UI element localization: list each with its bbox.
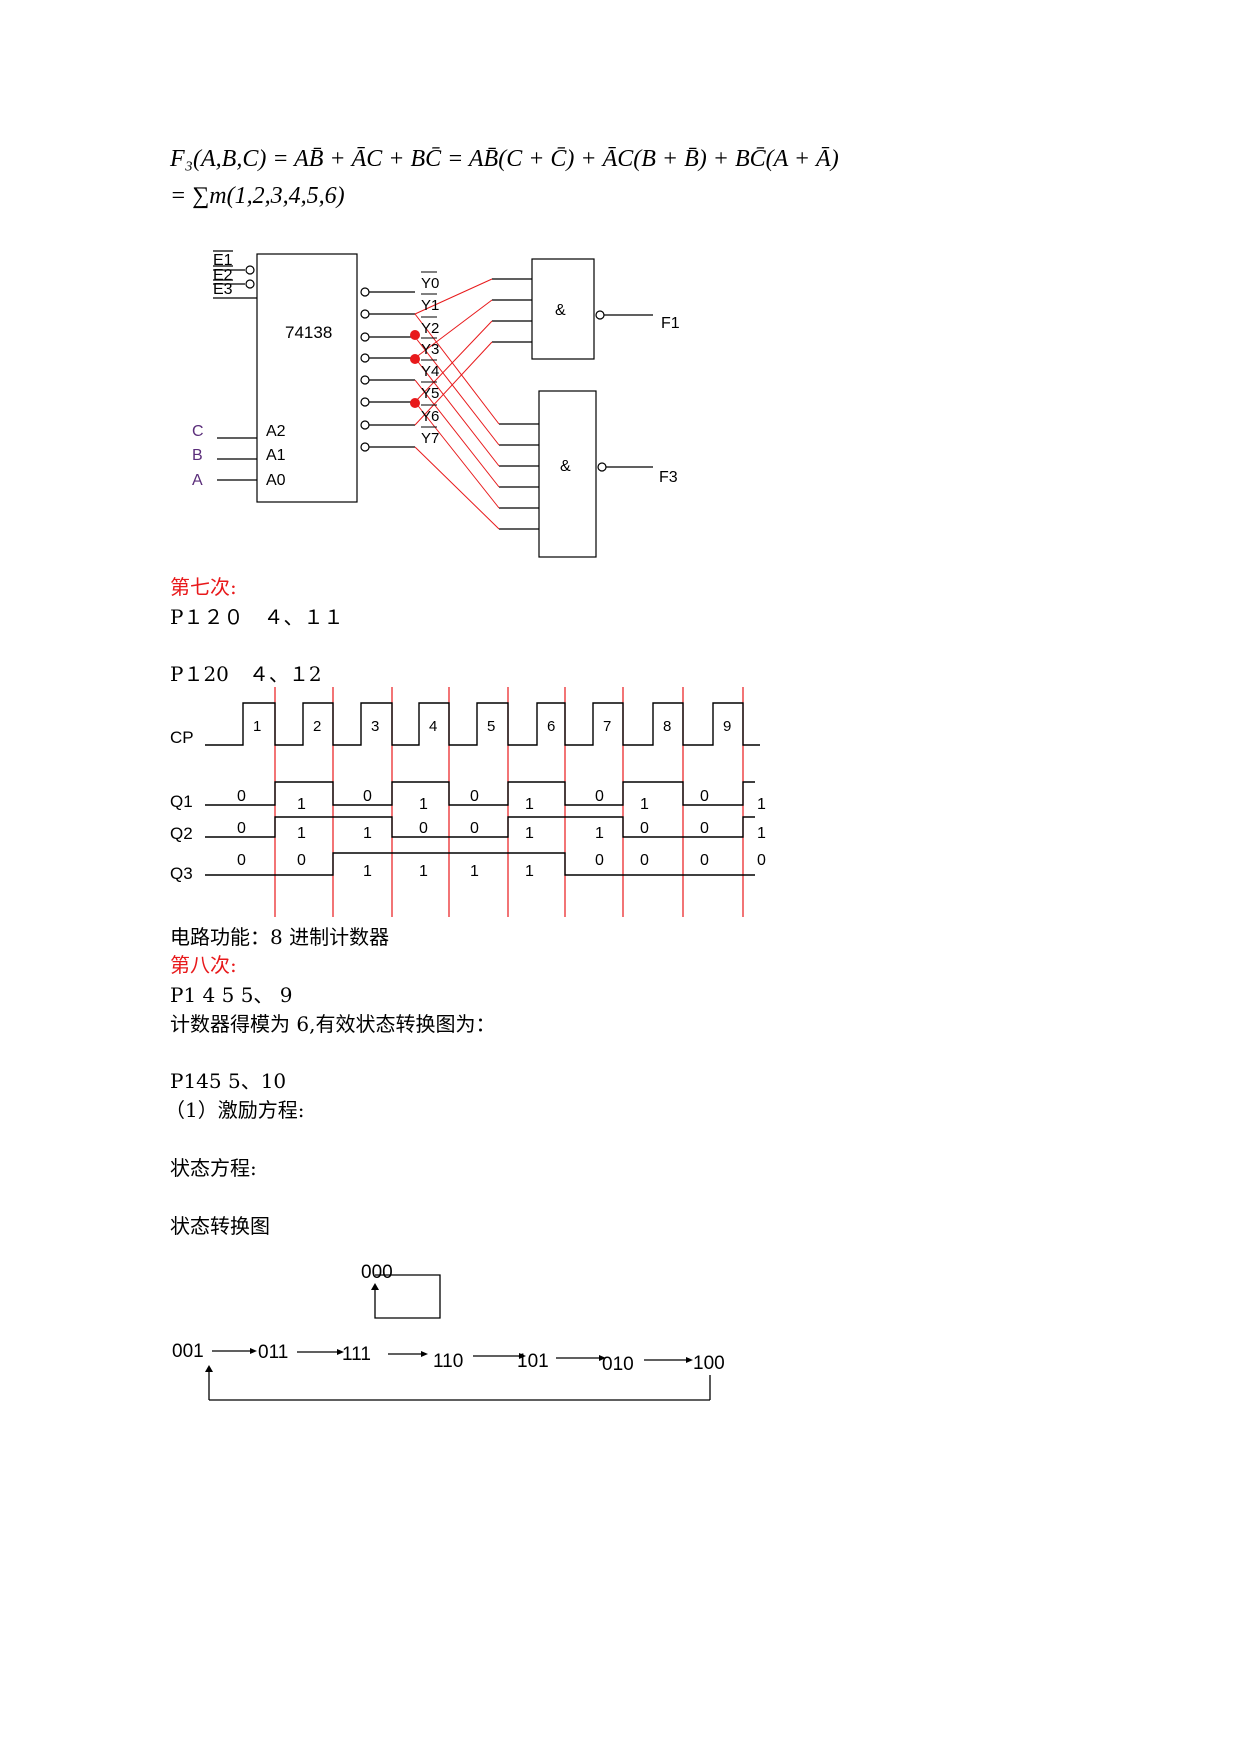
gate-symbol-1: & — [555, 302, 566, 319]
enable-label-e1: E1 — [213, 252, 233, 269]
level-label: 1 — [470, 863, 479, 880]
f1-label: F1 — [661, 315, 680, 332]
pulse-number: 3 — [371, 718, 379, 735]
state-011: 011 — [258, 1342, 288, 1363]
level-label: 0 — [297, 852, 306, 869]
input-b: B — [192, 447, 203, 464]
level-label: 1 — [757, 825, 766, 842]
state-010: 010 — [602, 1354, 634, 1375]
level-label: 1 — [297, 825, 306, 842]
level-label: 0 — [640, 852, 649, 869]
q3-waveform — [205, 852, 755, 876]
state-101: 101 — [517, 1351, 549, 1372]
state-transition-diagram: 000 001 011 111 110 101 010 100 — [172, 1262, 725, 1401]
section7-heading: 第七次: — [170, 575, 237, 599]
level-label: 0 — [470, 820, 479, 837]
section8-sub1: （1）激励方程: — [165, 1098, 305, 1122]
pulse-number: 7 — [603, 718, 611, 735]
pulse-number: 8 — [663, 718, 671, 735]
pulse-number: 9 — [723, 718, 731, 735]
cp-waveform — [205, 702, 760, 746]
pin-a0: A0 — [266, 472, 286, 489]
section7-item1: P１２０ ４、１１ — [170, 605, 344, 629]
level-label: 0 — [595, 788, 604, 805]
section8-sub3: 状态转换图 — [170, 1214, 270, 1238]
level-label: 1 — [525, 825, 534, 842]
level-label: 1 — [640, 796, 649, 813]
pulse-number: 5 — [487, 718, 495, 735]
level-label: 0 — [700, 788, 709, 805]
state-111: 111 — [342, 1344, 371, 1365]
pin-a1: A1 — [266, 447, 286, 464]
enable-label-e2: E2 — [213, 267, 233, 284]
level-label: 1 — [419, 863, 428, 880]
formula-line-1: F₃(A,B,C) = AB̄ + ĀC + BC̄ = AB̄(C + C̄… — [170, 146, 839, 172]
level-label: 0 — [757, 852, 766, 869]
level-label: 0 — [700, 820, 709, 837]
signal-label: Q3 — [170, 864, 193, 883]
level-label: 1 — [595, 825, 604, 842]
section8-line1: 计数器得模为 6,有效状态转换图为： — [170, 1012, 496, 1036]
level-label: 1 — [419, 796, 428, 813]
chip-label: 74138 — [285, 323, 332, 342]
level-label: 0 — [237, 852, 246, 869]
and-gate-f1 — [531, 258, 595, 360]
output-label-y0: Y0 — [421, 275, 439, 292]
input-a: A — [192, 472, 203, 489]
level-label: 0 — [640, 820, 649, 837]
decoder-circuit-diagram: E1 E2 E3 74138 A2 A1 A0 & & F1 F3 C B A … — [192, 250, 680, 558]
level-label: 1 — [525, 796, 534, 813]
level-label: 1 — [297, 796, 306, 813]
state-001: 001 — [172, 1341, 204, 1362]
formula-line-2: = ∑m(1,2,3,4,5,6) — [170, 183, 345, 209]
signal-label: Q2 — [170, 824, 193, 843]
level-label: 0 — [237, 788, 246, 805]
state-000: 000 — [361, 1262, 393, 1283]
output-label-y7: Y7 — [421, 430, 439, 447]
section8-heading: 第八次: — [170, 953, 237, 977]
section7-item2: P１20 ４、１2 — [170, 662, 322, 686]
enable-label-e3: E3 — [213, 281, 233, 298]
level-label: 0 — [237, 820, 246, 837]
signal-label: CP — [170, 728, 194, 747]
section8-item1: P1 4 5 5、 9 — [170, 983, 293, 1007]
level-label: 1 — [363, 825, 372, 842]
state-110: 110 — [433, 1351, 463, 1372]
signal-label: Q1 — [170, 792, 193, 811]
level-label: 0 — [595, 852, 604, 869]
q1-waveform — [205, 781, 755, 806]
section8-sub2: 状态方程: — [170, 1156, 257, 1180]
pulse-number: 4 — [429, 718, 437, 735]
f3-label: F3 — [659, 469, 678, 486]
level-label: 0 — [470, 788, 479, 805]
output-label-y5: Y5 — [421, 385, 439, 402]
pin-a2: A2 — [266, 423, 286, 440]
output-label-y4: Y4 — [421, 363, 439, 380]
output-label-y2: Y2 — [421, 320, 439, 337]
section8-item2: P145 5、10 — [170, 1069, 287, 1093]
level-label: 1 — [363, 863, 372, 880]
q2-waveform — [205, 816, 755, 838]
pulse-number: 1 — [253, 718, 261, 735]
pulse-number: 2 — [313, 718, 321, 735]
level-label: 1 — [525, 863, 534, 880]
decoder-chip — [256, 253, 358, 503]
level-label: 0 — [419, 820, 428, 837]
and-gate-f3 — [538, 390, 597, 558]
gate-symbol-2: & — [560, 458, 571, 475]
output-label-y1: Y1 — [421, 297, 439, 314]
state-100: 100 — [693, 1353, 725, 1374]
level-label: 0 — [363, 788, 372, 805]
level-label: 0 — [700, 852, 709, 869]
output-label-y3: Y3 — [421, 341, 439, 358]
input-c: C — [192, 423, 204, 440]
output-label-y6: Y6 — [421, 408, 439, 425]
level-label: 1 — [757, 796, 766, 813]
circuit-function: 电路功能：8 进制计数器 — [170, 925, 390, 949]
pulse-number: 6 — [547, 718, 555, 735]
